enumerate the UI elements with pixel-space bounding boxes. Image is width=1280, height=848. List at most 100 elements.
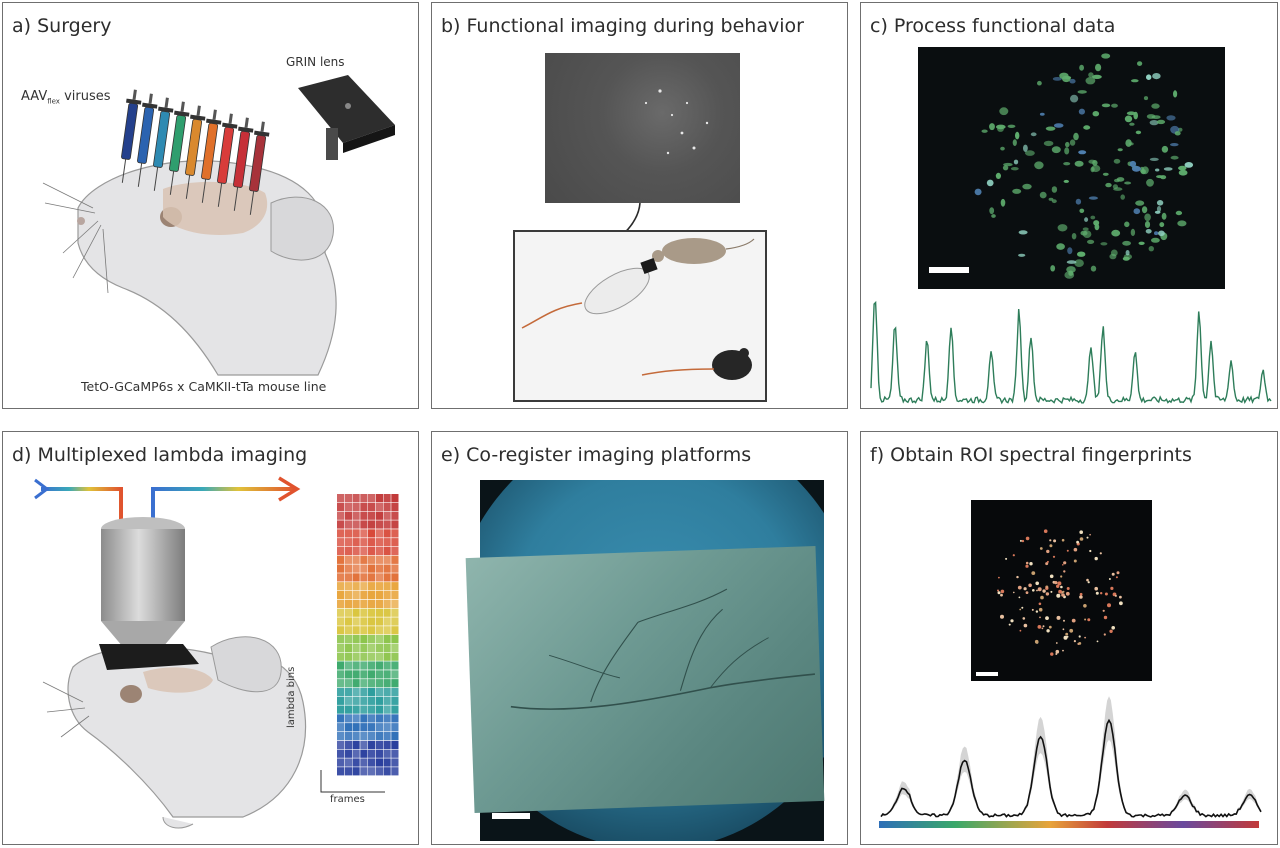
panel-d-title: d) Multiplexed lambda imaging xyxy=(12,444,308,466)
cell-roi xyxy=(1088,196,1098,200)
panel-a-title: a) Surgery xyxy=(12,15,112,37)
cell-roi xyxy=(995,172,1001,179)
lambda-cell xyxy=(337,502,345,511)
lambda-cell xyxy=(383,617,391,626)
cell-roi xyxy=(1012,188,1022,194)
lambda-cell xyxy=(391,670,399,679)
lambda-cell xyxy=(337,520,345,529)
roi-point xyxy=(1083,604,1087,608)
roi-point xyxy=(1071,618,1076,623)
cell-roi xyxy=(1156,175,1164,179)
lambda-cell xyxy=(368,635,376,644)
roi-point xyxy=(1049,544,1053,548)
cell-roi xyxy=(1025,150,1035,156)
cell-roi xyxy=(1131,165,1141,172)
lambda-cell xyxy=(375,696,383,705)
lambda-cell xyxy=(375,564,383,573)
cell-roi xyxy=(1066,260,1077,264)
lambda-cell xyxy=(344,696,352,705)
roi-point xyxy=(1045,562,1049,566)
lambda-cell xyxy=(391,758,399,767)
roi-point xyxy=(1046,586,1048,589)
roi-point xyxy=(1103,633,1106,636)
lambda-cell xyxy=(383,538,391,547)
cell-roi xyxy=(1078,108,1085,115)
gray-mouse xyxy=(662,238,726,264)
trace-line xyxy=(870,300,1272,405)
roi-point xyxy=(1031,608,1034,611)
lambda-cell xyxy=(383,608,391,617)
lambda-cell xyxy=(383,679,391,688)
roi-point xyxy=(1058,589,1062,594)
cell-roi xyxy=(1077,90,1087,94)
lambda-cell xyxy=(352,740,360,749)
lambda-cell xyxy=(360,538,368,547)
black-mouse-tail xyxy=(641,368,715,376)
roi-point xyxy=(1043,529,1048,533)
roi-point xyxy=(1032,589,1035,592)
cell-roi xyxy=(1145,229,1152,234)
cell-roi xyxy=(1013,159,1019,165)
lambda-cell xyxy=(391,696,399,705)
lambda-cell xyxy=(360,758,368,767)
cell-roi xyxy=(1130,228,1136,236)
roi-point xyxy=(1111,572,1115,576)
roi-point xyxy=(1037,587,1042,592)
lambda-cell xyxy=(344,661,352,670)
roi-point xyxy=(1055,649,1060,654)
roi-point xyxy=(1095,591,1099,595)
lambda-cell xyxy=(337,723,345,732)
lambda-cell xyxy=(368,661,376,670)
roi-point xyxy=(1060,585,1063,589)
cell-roi xyxy=(1124,181,1132,185)
lambda-cell xyxy=(360,767,368,776)
cell-roi xyxy=(1043,140,1054,147)
lambda-cell xyxy=(383,511,391,520)
cell-roi xyxy=(1003,162,1013,167)
cell-roi xyxy=(1065,141,1070,148)
aav-text: AAV xyxy=(21,89,48,104)
lambda-cell xyxy=(375,617,383,626)
lambda-cell xyxy=(383,696,391,705)
roi-point xyxy=(1038,607,1043,612)
lambda-cell xyxy=(391,740,399,749)
cell-roi xyxy=(1057,224,1068,232)
frame-speckles xyxy=(644,89,709,155)
lambda-cell xyxy=(337,564,345,573)
cell-roi xyxy=(1144,221,1151,228)
lambda-cell xyxy=(391,714,399,723)
cell-roi xyxy=(1159,222,1165,228)
cell-roi xyxy=(1120,194,1125,200)
roi-point xyxy=(1039,547,1043,550)
lambda-cell xyxy=(368,687,376,697)
grin-lens-label: GRIN lens xyxy=(286,55,345,69)
lambda-cell xyxy=(391,590,399,600)
roi-point xyxy=(1025,561,1029,565)
spectral-fingerprint-plot xyxy=(879,696,1262,828)
cell-roi xyxy=(986,179,994,187)
lambda-cell xyxy=(391,643,399,652)
lambda-cell xyxy=(344,529,352,538)
cell-roi xyxy=(1111,229,1121,237)
lambda-cell xyxy=(352,502,360,511)
roi-point xyxy=(1008,623,1011,626)
roi-point xyxy=(1096,640,1099,643)
cell-roi xyxy=(1088,72,1094,78)
roi-point xyxy=(1107,603,1111,608)
lambda-cell xyxy=(344,687,352,697)
lambda-cell xyxy=(368,749,376,758)
roi-point xyxy=(1089,533,1091,536)
cell-roi xyxy=(1170,155,1179,160)
cell-roi xyxy=(1071,233,1077,240)
lambda-cell xyxy=(383,546,391,556)
lambda-cell xyxy=(352,626,360,635)
lambda-cell xyxy=(360,573,368,582)
lambda-cell xyxy=(360,643,368,652)
lambda-cell xyxy=(344,520,352,529)
roi-point xyxy=(1035,581,1039,586)
lambda-cell xyxy=(344,494,352,503)
roi-point xyxy=(1056,593,1061,598)
lambda-cell xyxy=(360,696,368,705)
roi-point xyxy=(1073,547,1078,552)
roi-point xyxy=(1025,564,1029,568)
